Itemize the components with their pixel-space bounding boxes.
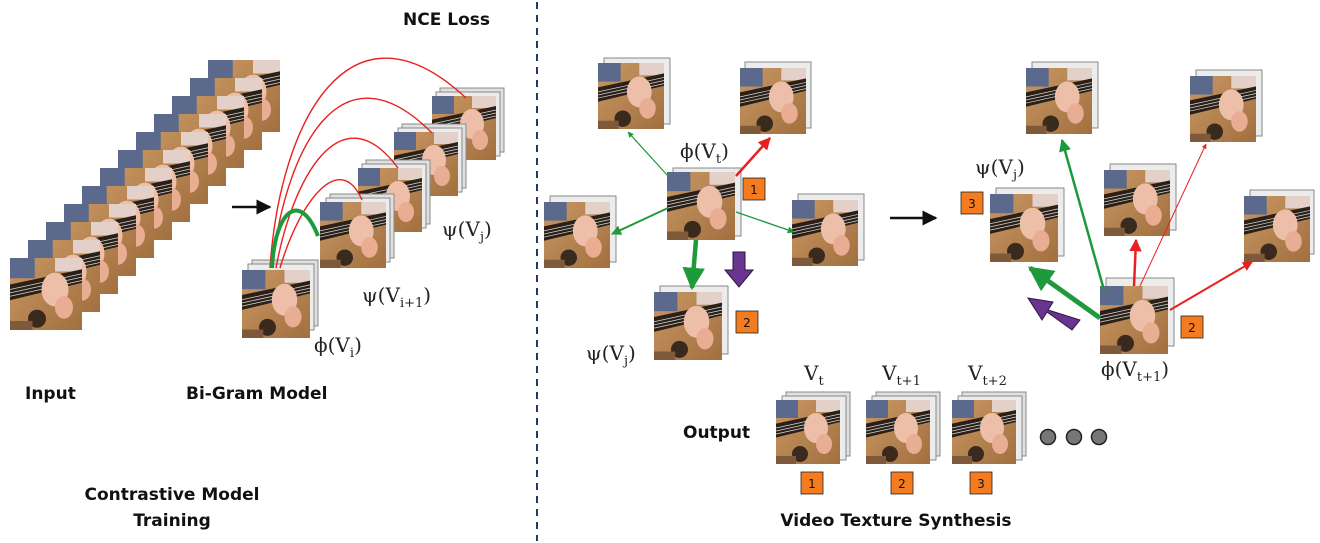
- frame-phi-vt1: [1100, 277, 1175, 354]
- svg-text:2: 2: [898, 477, 906, 491]
- frame-phi-vt: [667, 167, 742, 240]
- frame-g2-top-right: [1190, 69, 1263, 142]
- input-frame-stack: [10, 60, 280, 330]
- output-frame-2: [866, 391, 941, 464]
- frame-right: [792, 193, 865, 266]
- badge-2-graph2: 2: [1180, 315, 1204, 339]
- phi-vi-label: ϕ(Vi): [314, 333, 362, 361]
- svg-text:2: 2: [743, 316, 751, 330]
- frame-g2-middle: [1104, 163, 1177, 236]
- output-var-vt2: Vt+2: [967, 361, 1007, 389]
- frame-top-right: [740, 61, 812, 134]
- graph1-edges: [611, 131, 795, 291]
- bigram-frame-stack-phi-vi: [242, 259, 319, 338]
- frame-top-left: [598, 57, 671, 129]
- frame-g2-top-left: [1026, 61, 1099, 134]
- phi-vt-label: ϕ(Vt): [680, 139, 729, 167]
- frame-left: [544, 195, 617, 268]
- output-frame-3: [952, 391, 1027, 464]
- purple-step-arrow-2: [1026, 297, 1081, 331]
- positive-pair-arc: [270, 208, 320, 269]
- svg-text:3: 3: [968, 197, 976, 211]
- psi-vj-label-right: ψ(Vj): [975, 155, 1025, 183]
- frame-psi-vj-bottom: [654, 285, 729, 360]
- output-var-vt: Vt: [803, 361, 824, 389]
- psi-vj-label-bottom: ψ(Vj): [586, 341, 636, 369]
- badge-1-graph1: 1: [742, 177, 766, 201]
- badge-3-graph2: 3: [960, 191, 984, 215]
- svg-text:1: 1: [808, 477, 816, 491]
- svg-text:2: 2: [1188, 321, 1196, 335]
- frame-g2-psi-vj: [990, 187, 1065, 262]
- badge-out-3: 3: [969, 471, 993, 495]
- nce-loss-arcs: [269, 57, 467, 269]
- ellipsis-dots: [1039, 428, 1108, 446]
- input-label: Input: [25, 384, 76, 404]
- nce-loss-label: NCE Loss: [403, 10, 490, 30]
- psi-vi1-label: ψ(Vi+1): [362, 283, 431, 311]
- svg-text:1: 1: [750, 183, 758, 197]
- output-var-vt1: Vt+1: [881, 361, 921, 389]
- svg-text:3: 3: [977, 477, 985, 491]
- badge-2-graph1: 2: [735, 310, 759, 334]
- bigram-frame-stack-psi-vi1: [320, 193, 395, 268]
- bigram-model-label: Bi-Gram Model: [186, 384, 327, 404]
- left-caption-line1: Contrastive Model: [85, 485, 260, 505]
- left-caption-line2: Training: [133, 511, 211, 531]
- output-frame-1: [776, 391, 851, 464]
- right-caption: Video Texture Synthesis: [780, 511, 1011, 531]
- graph2-edges: [1027, 138, 1253, 321]
- psi-vj-label-left: ψ(Vj): [442, 217, 492, 245]
- frame-g2-far-right: [1244, 189, 1315, 262]
- phi-vt1-label: ϕ(Vt+1): [1101, 357, 1169, 385]
- badge-out-1: 1: [800, 471, 824, 495]
- purple-step-arrow-1: [723, 251, 755, 288]
- output-label: Output: [683, 423, 750, 443]
- badge-out-2: 2: [890, 471, 914, 495]
